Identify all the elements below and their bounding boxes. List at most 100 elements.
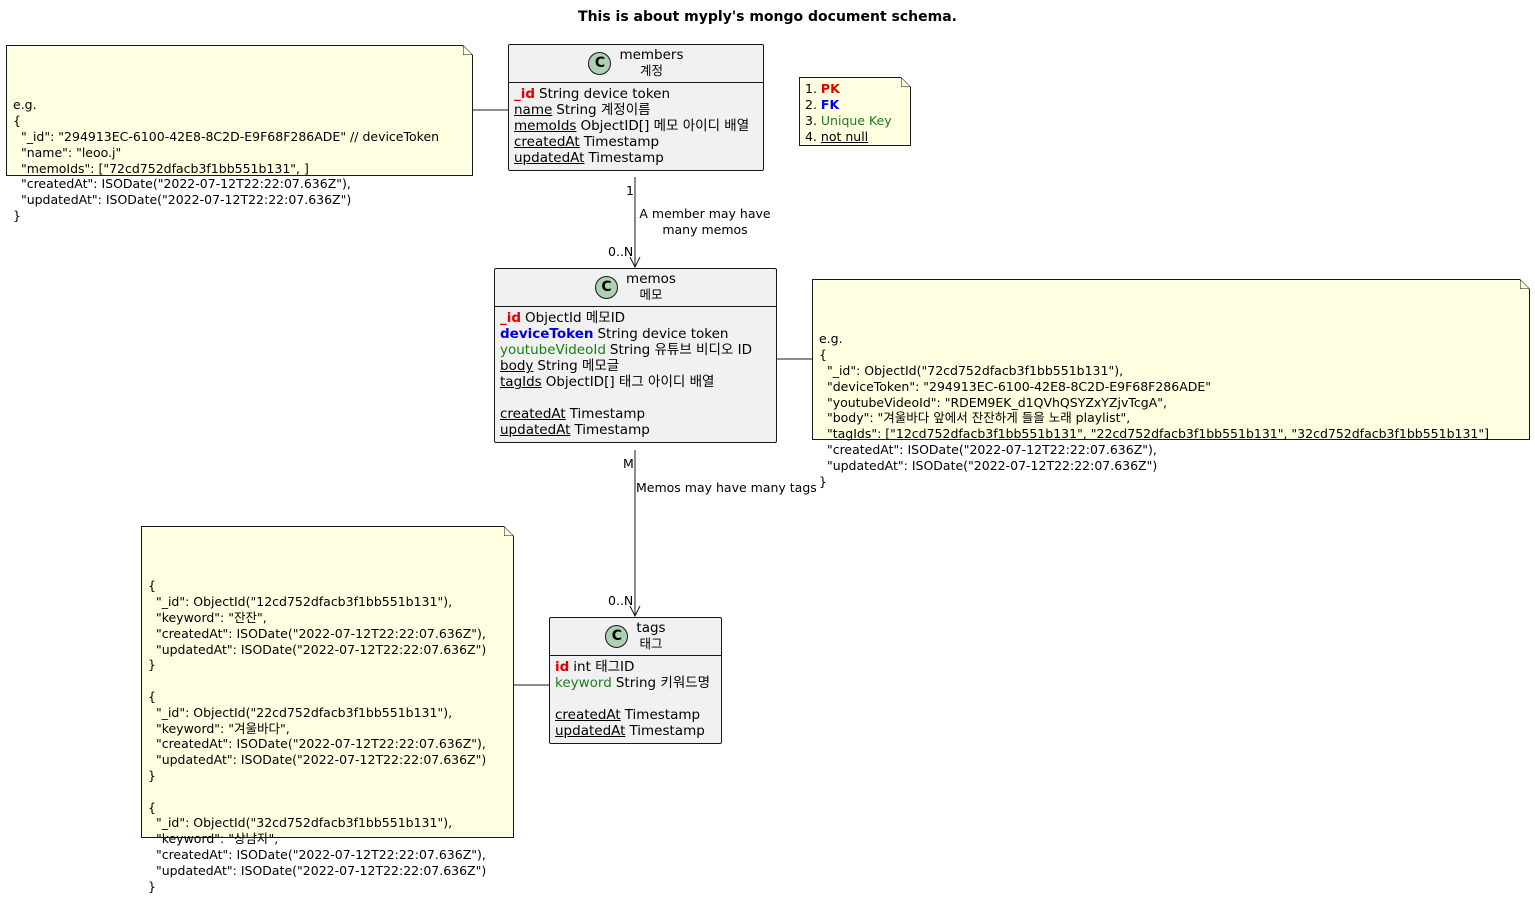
legend-text: Unique Key — [820, 113, 892, 128]
field-name: tagIds — [500, 374, 542, 390]
legend-number: 1. — [805, 81, 821, 96]
legend-item: 4. not null — [805, 129, 905, 145]
field-name: youtubeVideoId — [500, 342, 606, 358]
field-type: int 태그ID — [573, 659, 635, 675]
note-fold-icon — [1520, 279, 1530, 289]
legend-item: 3. Unique Key — [805, 113, 905, 129]
class-name: members — [619, 47, 684, 63]
class-header: C memos 메모 — [495, 269, 776, 307]
relation-label-members-memos: A member may have many memos — [639, 206, 771, 237]
field-name: deviceToken — [500, 326, 594, 342]
legend-item: 1. PK — [805, 81, 905, 97]
field-type: Timestamp — [569, 406, 646, 422]
multiplicity-memos-side: 0..N — [608, 244, 634, 259]
field-type: String device token — [597, 326, 729, 342]
class-header: C members 계정 — [509, 45, 763, 83]
note-fold-icon — [504, 526, 514, 536]
field-type: String 계정이름 — [556, 102, 651, 118]
multiplicity-tags-side: 0..N — [608, 593, 634, 608]
class-badge-icon: C — [595, 275, 619, 299]
field-name: memoIds — [514, 118, 577, 134]
note-text: { "_id": ObjectId("12cd752dfacb3f1bb551b… — [148, 578, 487, 894]
note-fold-icon — [901, 77, 911, 87]
field-name: updatedAt — [555, 723, 626, 739]
class-name: tags — [636, 620, 666, 636]
diagram-title: This is about myply's mongo document sch… — [578, 9, 957, 25]
legend-number: 4. — [805, 129, 821, 144]
note-members-example: e.g. { "_id": "294913EC-6100-42E8-8C2D-E… — [6, 45, 473, 223]
field-name: _id — [514, 86, 536, 102]
class-subtitle: 메모 — [639, 287, 663, 302]
relation-label-memos-tags: Memos may have many tags — [636, 480, 817, 495]
field-type: Timestamp — [574, 422, 650, 438]
field-type: String 유튜브 비디오 ID — [609, 342, 752, 358]
field-name: keyword — [555, 675, 612, 691]
field-type: Timestamp — [629, 723, 705, 739]
connector-layer — [472, 109, 812, 686]
legend-text: not null — [820, 129, 869, 144]
field-name: createdAt — [500, 406, 566, 422]
field-separator — [555, 691, 716, 707]
field-name: createdAt — [514, 134, 580, 150]
field-type: String 키워드명 — [615, 675, 711, 691]
field-name: updatedAt — [514, 150, 585, 166]
field-type: Timestamp — [583, 134, 660, 150]
note-text: e.g. { "_id": "294913EC-6100-42E8-8C2D-E… — [13, 97, 440, 223]
class-name: memos — [626, 271, 676, 287]
class-header: C tags 태그 — [550, 618, 721, 656]
note-text: e.g. { "_id": ObjectId("72cd752dfacb3f1b… — [819, 331, 1490, 489]
field-separator — [500, 390, 771, 406]
arrowhead-tags — [629, 605, 641, 618]
field-type: ObjectID[] 태그 아이디 배열 — [545, 374, 715, 390]
field-name: createdAt — [555, 707, 621, 723]
legend-text: FK — [820, 97, 840, 112]
field-type: ObjectID[] 메모 아이디 배열 — [580, 118, 750, 134]
field-type: Timestamp — [624, 707, 701, 723]
class-subtitle: 태그 — [639, 636, 663, 651]
note-tags-example: { "_id": ObjectId("12cd752dfacb3f1bb551b… — [141, 526, 514, 894]
note-memos-example: e.g. { "_id": ObjectId("72cd752dfacb3f1b… — [812, 279, 1530, 489]
legend-item: 2. FK — [805, 97, 905, 113]
class-subtitle: 계정 — [639, 63, 663, 78]
field-type: String 메모글 — [537, 358, 620, 374]
arrowhead-memos — [629, 256, 641, 269]
field-name: id — [555, 659, 570, 675]
class-badge-icon: C — [605, 624, 629, 648]
field-name: body — [500, 358, 534, 374]
field-type: Timestamp — [588, 150, 664, 166]
legend-text: PK — [820, 81, 840, 96]
field-name: name — [514, 102, 553, 118]
field-type: ObjectId 메모ID — [525, 310, 626, 326]
field-type: String device token — [539, 86, 671, 102]
legend-number: 3. — [805, 113, 821, 128]
class-badge-icon: C — [588, 51, 612, 75]
legend-number: 2. — [805, 97, 821, 112]
multiplicity-memos-source: M — [623, 456, 634, 471]
field-name: updatedAt — [500, 422, 571, 438]
field-name: _id — [500, 310, 522, 326]
multiplicity-members-side: 1 — [626, 183, 634, 198]
